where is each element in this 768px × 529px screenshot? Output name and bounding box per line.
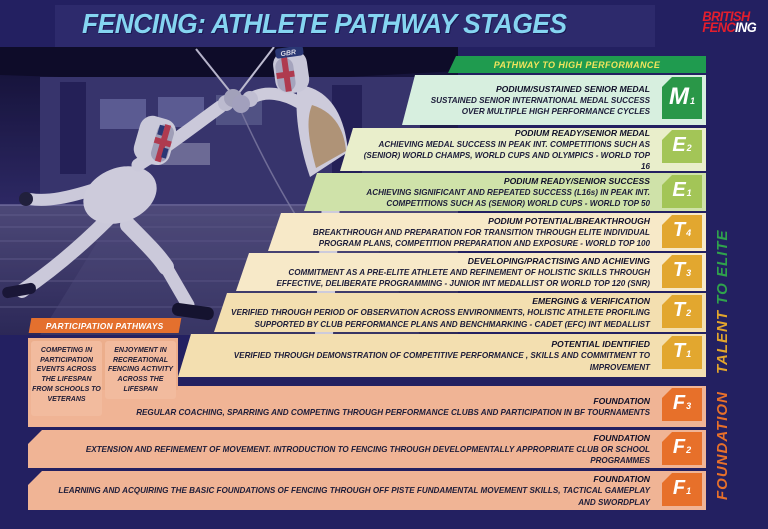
side-label-talent-to-elite: TALENT TO ELITE [714, 229, 731, 374]
stage-row-t4: PODIUM POTENTIAL/BREAKTHROUGH BREAKTHROU… [268, 213, 706, 251]
stage-title: PODIUM POTENTIAL/BREAKTHROUGH [488, 215, 650, 226]
stage-title: POTENTIAL IDENTIFIED [551, 339, 650, 350]
stage-badge-f3: F3 [662, 388, 702, 421]
stage-badge-t1: T1 [662, 336, 702, 369]
left-fencer [2, 89, 242, 321]
stage-desc: ACHIEVING MEDAL SUCCESS IN PEAK INT. COM… [363, 139, 650, 172]
participation-pathways-banner: PARTICIPATION PATHWAYS [28, 318, 182, 333]
stage-title: FOUNDATION [593, 395, 650, 406]
gbr-mask-text: GBR [280, 49, 296, 58]
participation-box-enjoyment: ENJOYMENT IN RECREATIONAL FENCING ACTIVI… [105, 341, 176, 399]
stage-title: PODIUM READY/SENIOR MEDAL [514, 127, 650, 138]
stage-desc: SUSTAINED SENIOR INTERNATIONAL MEDAL SUC… [430, 95, 650, 116]
stage-title: DEVELOPING/PRACTISING AND ACHIEVING [467, 255, 650, 266]
stage-row-t3: DEVELOPING/PRACTISING AND ACHIEVING COMM… [236, 253, 706, 291]
stage-desc: EXTENSION AND REFINEMENT OF MOVEMENT. IN… [85, 444, 650, 465]
stage-badge-t3: T3 [662, 255, 702, 288]
stage-row-t2: EMERGING & VERIFICATION VERIFIED THROUGH… [214, 293, 706, 332]
stage-row-e1: PODIUM READY/SENIOR SUCCESS ACHIEVING SI… [304, 173, 706, 211]
stage-badge-e1: E1 [662, 175, 702, 208]
stage-badge-t2: T2 [662, 295, 702, 328]
stage-desc: VERIFIED THROUGH DEMONSTRATION OF COMPET… [233, 351, 650, 372]
fencers-photo-illustration: GBR [0, 45, 458, 344]
stage-desc: COMMITMENT AS A PRE-ELITE ATHLETE AND RE… [276, 267, 650, 288]
stage-badge-f1: F1 [662, 473, 702, 506]
stage-title: FOUNDATION [593, 432, 650, 443]
stage-badge-t4: T4 [662, 215, 702, 248]
stage-title: PODIUM/SUSTAINED SENIOR MEDAL [495, 83, 650, 94]
logo-line1: BRITISH [702, 9, 751, 24]
stage-title: PODIUM READY/SENIOR SUCCESS [503, 175, 650, 186]
stage-row-e2: PODIUM READY/SENIOR MEDAL ACHIEVING MEDA… [340, 128, 706, 171]
stage-badge-e2: E2 [662, 130, 702, 163]
fencers-scene: GBR [0, 45, 458, 344]
stage-title: EMERGING & VERIFICATION [532, 296, 650, 307]
high-performance-banner: PATHWAY TO HIGH PERFORMANCE [448, 56, 706, 73]
stage-badge-f2: F2 [662, 432, 702, 465]
british-fencing-logo: BRITISH FENCING [702, 9, 757, 36]
page-title: FENCING: ATHLETE PATHWAY STAGES [82, 8, 567, 39]
stage-desc: VERIFIED THROUGH PERIOD OF OBSERVATION A… [231, 308, 650, 329]
title-strip [55, 5, 655, 47]
participation-box-competing: COMPETING IN PARTICIPATION EVENTS ACROSS… [31, 341, 102, 416]
participation-pathways-label: PARTICIPATION PATHWAYS [46, 320, 164, 331]
stage-desc: LEARNING AND ACQUIRING THE BASIC FOUNDAT… [58, 486, 650, 507]
logo-line2: FENCING [702, 20, 757, 36]
stage-row-f1: FOUNDATION LEARNING AND ACQUIRING THE BA… [28, 471, 706, 510]
stage-row-t1: POTENTIAL IDENTIFIED VERIFIED THROUGH DE… [178, 334, 706, 377]
side-label-foundation: FOUNDATION [714, 391, 731, 500]
stage-title: FOUNDATION [593, 474, 650, 485]
stage-desc: ACHIEVING SIGNIFICANT AND REPEATED SUCCE… [366, 187, 650, 208]
stage-row-m1: PODIUM/SUSTAINED SENIOR MEDAL SUSTAINED … [402, 75, 706, 125]
high-performance-banner-label: PATHWAY TO HIGH PERFORMANCE [493, 59, 661, 70]
stage-badge-m1: M1 [662, 77, 702, 119]
stage-desc: BREAKTHROUGH AND PREPARATION FOR TRANSIT… [312, 227, 650, 248]
stage-row-f2: FOUNDATION EXTENSION AND REFINEMENT OF M… [28, 430, 706, 468]
stage-desc: REGULAR COACHING, SPARRING AND COMPETING… [136, 407, 650, 417]
